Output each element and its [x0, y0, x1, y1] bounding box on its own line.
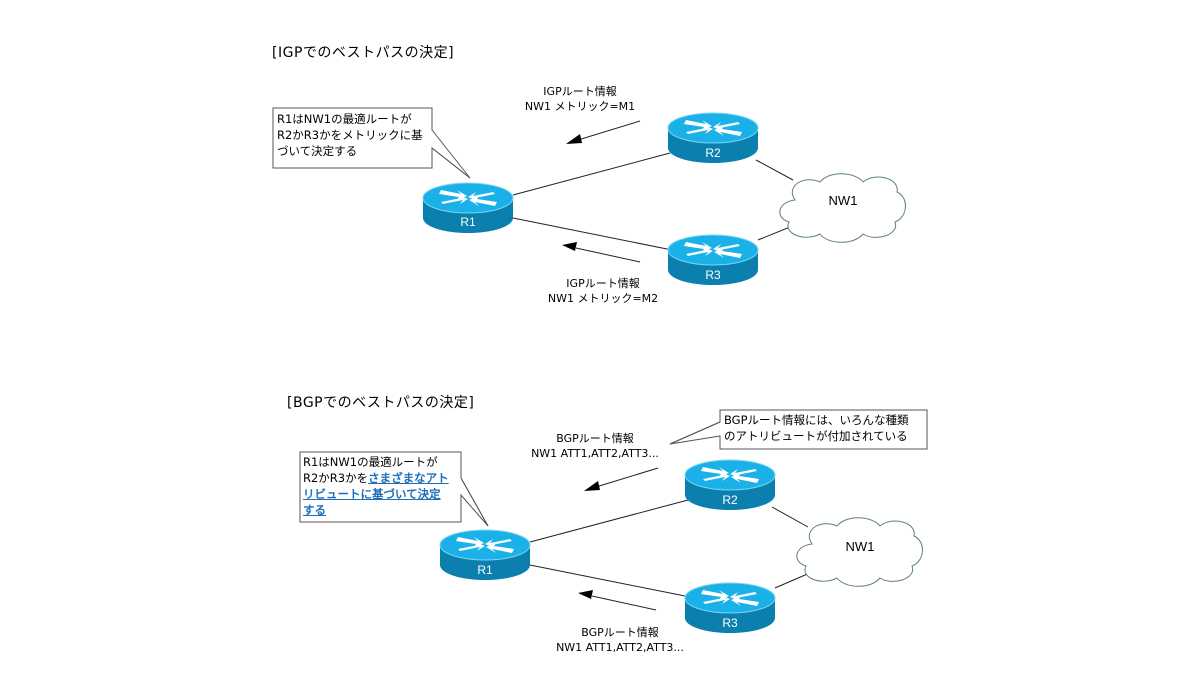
igp-callout-line: づいて決定する [277, 144, 358, 158]
route-info-title: IGPルート情報 [566, 277, 640, 290]
router-r1-label: R1 [477, 563, 493, 577]
bgp-callout-right-line: BGPルート情報には、いろんな種類 [724, 413, 909, 427]
route-info-title: BGPルート情報 [581, 626, 659, 639]
link-r3-nw1 [774, 571, 813, 589]
igp-callout-text: R1はNW1の最適ルートが R2かR3かをメトリックに基 づいて決定する [277, 111, 423, 159]
arrow-r3-to-r1 [575, 247, 641, 263]
link-r1-r2 [529, 499, 689, 543]
link-r2-nw1 [755, 159, 794, 181]
callout-highlight: リビュートに基づいて決定 [303, 487, 441, 501]
igp-callout-line: R2かR3かをメトリックに基 [277, 128, 423, 142]
arrow-r2-to-r1 [595, 467, 659, 488]
cloud-nw1-label: NW1 [846, 539, 875, 554]
route-info-attributes: NW1 ATT1,ATT2,ATT3... [531, 447, 659, 460]
link-r1-r2 [512, 152, 671, 196]
link-r2-nw1 [771, 506, 809, 528]
bgp-title: [BGPでのベストパスの決定] [287, 395, 475, 411]
igp-diagram: R1 R2 R3 NW1 [272, 107, 906, 286]
router-r3-label: R3 [705, 268, 721, 282]
bgp-diagram: R1 R2 R3 NW1 [299, 409, 928, 634]
igp-callout-line: R1はNW1の最適ルートが [277, 112, 412, 126]
igp-route-info-r3: IGPルート情報 NW1 メトリック=M2 [543, 276, 663, 306]
link-r1-r3 [512, 217, 673, 251]
callout-highlight: さまざまなアト [368, 471, 449, 485]
bgp-callout-right-text: BGPルート情報には、いろんな種類 のアトリビュートが付加されている [724, 412, 909, 444]
router-r2-label: R2 [705, 146, 721, 160]
router-r1-label: R1 [460, 215, 476, 229]
route-info-metric: NW1 メトリック=M1 [524, 100, 636, 113]
cloud-nw1-label: NW1 [829, 193, 858, 208]
cloud-nw1 [779, 173, 906, 243]
igp-route-info-r2: IGPルート情報 NW1 メトリック=M1 [520, 84, 640, 114]
bgp-callout-text: R1はNW1の最適ルートが R2かR3かをさまざまなアト リビュートに基づいて決… [303, 454, 449, 518]
route-info-attributes: NW1 ATT1,ATT2,ATT3... [556, 641, 684, 654]
bgp-route-info-r3: BGPルート情報 NW1 ATT1,ATT2,ATT3... [545, 625, 695, 655]
router-r2-label: R2 [722, 493, 738, 507]
arrow-r3-to-r1 [591, 595, 657, 611]
router-r3-label: R3 [722, 616, 738, 630]
route-info-title: IGPルート情報 [543, 85, 617, 98]
igp-title: [IGPでのベストパスの決定] [272, 45, 455, 61]
arrow-r2-to-r1 [577, 120, 641, 141]
link-r1-r3 [529, 564, 691, 598]
callout-box-left [299, 451, 489, 527]
bgp-route-info-r2: BGPルート情報 NW1 ATT1,ATT2,ATT3... [520, 431, 670, 461]
route-info-metric: NW1 メトリック=M2 [547, 292, 659, 305]
callout-plain: R2かR3かを [303, 471, 369, 485]
callout-highlight: する [303, 503, 326, 517]
bgp-callout-line: R2かR3かをさまざまなアト [303, 470, 449, 486]
route-info-title: BGPルート情報 [556, 432, 634, 445]
bgp-callout-right-line: のアトリビュートが付加されている [724, 429, 908, 443]
bgp-callout-line: R1はNW1の最適ルートが [303, 455, 438, 469]
